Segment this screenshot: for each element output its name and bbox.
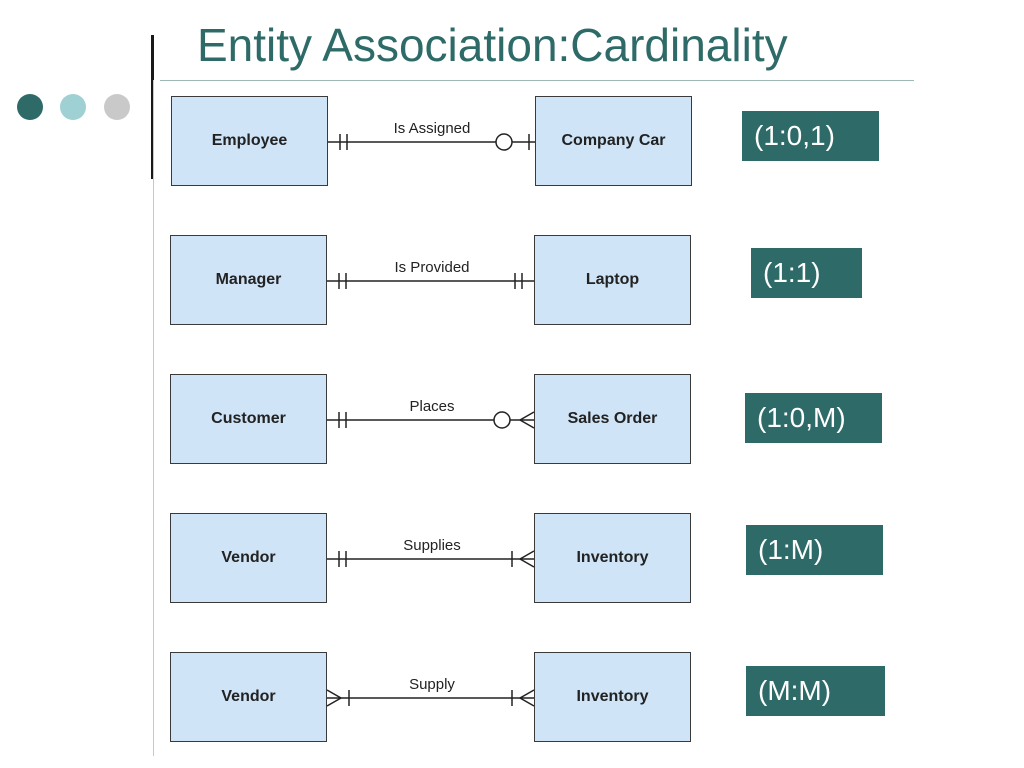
entity-vendor-many: Vendor — [170, 652, 327, 742]
right-crowfoot-2-prong-top — [519, 411, 535, 421]
title-underline — [160, 80, 914, 81]
left-crowfoot-4-prong-top — [326, 689, 342, 699]
right-crowfoot-2-prong-bottom — [519, 419, 535, 429]
right-circle-0 — [495, 133, 513, 151]
relationship-label-supply: Supply — [409, 676, 455, 693]
entity-employee: Employee — [171, 96, 328, 186]
left-crowfoot-4-prong-bottom — [326, 697, 342, 707]
decorative-dot-light — [60, 94, 86, 120]
cardinality-badge-m-m: (M:M) — [746, 666, 885, 716]
entity-sales-order: Sales Order — [534, 374, 691, 464]
entity-company-car: Company Car — [535, 96, 692, 186]
slide-title: Entity Association:Cardinality — [197, 19, 788, 71]
entity-manager: Manager — [170, 235, 327, 325]
right-crowfoot-4-prong-bottom — [519, 697, 535, 707]
cardinality-badge-1-0m: (1:0,M) — [745, 393, 882, 443]
entity-laptop: Laptop — [534, 235, 691, 325]
right-crowfoot-3-prong-top — [519, 550, 535, 560]
entity-inventory: Inventory — [534, 513, 691, 603]
decorative-dot-dark — [17, 94, 43, 120]
cardinality-badge-1-m: (1:M) — [746, 525, 883, 575]
cardinality-badge-1-1: (1:1) — [751, 248, 862, 298]
title-accent-bar — [151, 35, 154, 179]
right-circle-2 — [493, 411, 511, 429]
relationship-label-is-assigned: Is Assigned — [393, 120, 471, 137]
left-divider-line — [153, 80, 154, 756]
entity-customer: Customer — [170, 374, 327, 464]
entity-vendor: Vendor — [170, 513, 327, 603]
relationship-label-places: Places — [409, 398, 455, 415]
entity-inventory-many: Inventory — [534, 652, 691, 742]
right-crowfoot-3-prong-bottom — [519, 558, 535, 568]
cardinality-badge-1-01: (1:0,1) — [742, 111, 879, 161]
relationship-label-supplies: Supplies — [403, 537, 461, 554]
relationship-label-is-provided: Is Provided — [394, 259, 470, 276]
decorative-dot-gray — [104, 94, 130, 120]
right-crowfoot-4-prong-top — [519, 689, 535, 699]
